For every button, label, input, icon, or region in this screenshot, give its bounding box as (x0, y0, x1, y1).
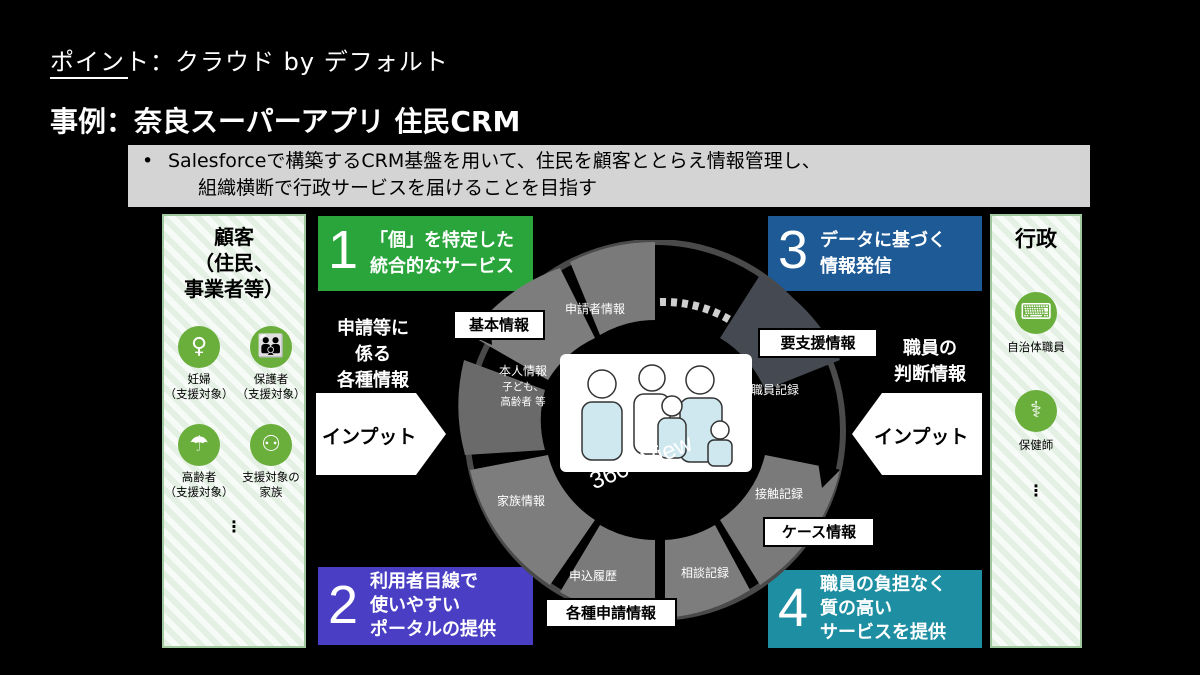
customer-item-label: 支援対象の家族 (242, 470, 300, 499)
point-2-number: 2 (328, 575, 359, 635)
point-1-box: 1 「個」を特定した 統合的なサービス (318, 216, 533, 291)
nurse-icon: ⚕ (1015, 390, 1057, 432)
segment-moushikomi (560, 525, 655, 618)
point-4-number: 4 (778, 578, 809, 638)
parent-icon: 👪 (250, 326, 292, 368)
title-underline (50, 77, 128, 79)
point-1-number: 1 (328, 220, 359, 280)
more-icon: ⋮ (1028, 481, 1044, 500)
label-case: ケース情報 (763, 517, 875, 547)
customer-title-1: 顧客 (214, 225, 254, 249)
label-kakushu: 各種申請情報 (545, 598, 677, 628)
input-label-right: インプット (874, 426, 969, 448)
segment-label: 申請者情報 (564, 302, 625, 316)
customer-title-2: （住民、 (194, 251, 274, 275)
left-info-text: 申請等に係る各種情報 (337, 318, 409, 391)
point-4-line3: サービスを提供 (820, 622, 946, 643)
customer-item-label: 妊婦（支援対象） (164, 372, 234, 401)
segment-kazoku (470, 455, 595, 585)
customer-item-label: 保護者（支援対象） (236, 372, 306, 401)
bullet: • (142, 150, 154, 172)
segment-label: 申込履歴 (568, 569, 617, 583)
segment-label: 本人情報 子ども、 高齢者 等 (498, 364, 547, 408)
point-3-line1: データに基づく (820, 230, 946, 251)
point-2-box: 2 利用者目線で 使いやすい ポータルの提供 (318, 567, 533, 645)
family-icon: ⚇ (250, 424, 292, 466)
label-youshien: 要支援情報 (758, 328, 878, 358)
right-info-text: 職員の判断情報 (894, 338, 966, 385)
gov-panel: 行政 ⌨ 自治体職員 ⚕ 保健師 ⋮ (990, 214, 1082, 648)
pregnant-icon: ♀ (178, 326, 220, 368)
segment-shinseisha (570, 241, 655, 335)
staff-icon: ⌨ (1015, 292, 1057, 334)
more-icon: ⋮ (226, 517, 242, 536)
segment-label: 接触記録 (754, 487, 803, 501)
main-title: 事例：奈良スーパーアプリ 住民CRM (50, 105, 521, 138)
customer-title-3: 事業者等） (184, 277, 284, 301)
input-arrow-right (852, 393, 982, 475)
segment-label: 職員記録 (750, 383, 799, 397)
point-2-line3: ポータルの提供 (370, 619, 496, 640)
input-label-left: インプット (322, 426, 417, 448)
segment-label: 相談記録 (680, 566, 729, 580)
summary-line-2: 組織横断で行政サービスを届けることを目指す (198, 177, 598, 199)
customer-panel: 顧客 （住民、 事業者等） ♀ 妊婦（支援対象） 👪 保護者（支援対象） ☂ 高… (162, 214, 306, 648)
input-arrow-left (316, 393, 446, 475)
point-title: ポイント：クラウド by デフォルト (50, 48, 449, 76)
point-3-box: 3 データに基づく 情報発信 (768, 216, 982, 291)
customer-item-label: 高齢者（支援対象） (164, 470, 234, 499)
summary-box: • Salesforceで構築するCRM基盤を用いて、住民を顧客ととらえ情報管理し… (128, 145, 1090, 207)
gov-title: 行政 (1015, 227, 1057, 251)
gov-item-label: 自治体職員 (1007, 340, 1065, 354)
point-3-line2: 情報発信 (820, 256, 892, 277)
label-kihon: 基本情報 (453, 310, 545, 340)
dashed-arc (659, 297, 733, 324)
summary-line-1: • Salesforceで構築するCRM基盤を用いて、住民を顧客ととらえ情報管理し… (142, 148, 1090, 175)
point-2-line2: 使いやすい (370, 595, 460, 616)
point-4-line2: 質の高い (820, 598, 892, 619)
point-1-line2: 統合的なサービス (370, 256, 514, 277)
point-3-number: 3 (778, 220, 809, 280)
gov-item-label: 保健師 (1018, 438, 1054, 452)
segment-label: 家族情報 (496, 494, 545, 508)
point-4-line1: 職員の負担なく (820, 574, 946, 595)
summary-text-1: Salesforceで構築するCRM基盤を用いて、住民を顧客ととらえ情報管理し、 (168, 150, 821, 172)
segment-mid-left (458, 360, 545, 455)
segment-soudan (665, 525, 750, 618)
family-icon (581, 364, 733, 467)
point-2-line1: 利用者目線で (370, 571, 478, 592)
elderly-icon: ☂ (178, 424, 220, 466)
point-4-box: 4 職員の負担なく 質の高い サービスを提供 (768, 570, 982, 648)
point-1-line1: 「個」を特定した (370, 230, 514, 251)
